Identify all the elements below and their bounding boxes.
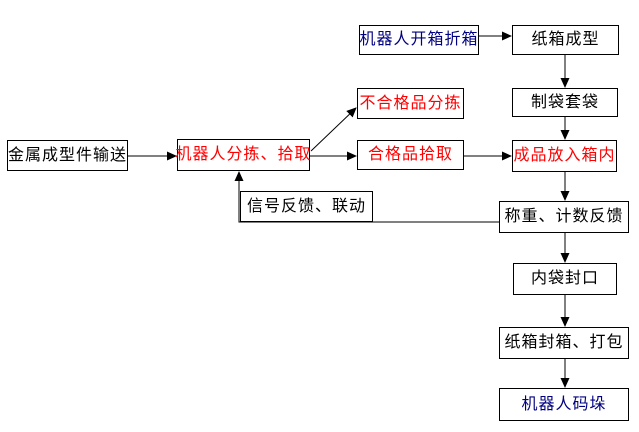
node-signal-feedback-linkage: 信号反馈、联动 — [240, 191, 373, 222]
node-robot-carton-opening: 机器人开箱折箱 — [359, 25, 479, 55]
node-robot-sorting-picking: 机器人分拣、拾取 — [176, 139, 311, 171]
node-robot-palletizing: 机器人码垛 — [499, 388, 629, 421]
arrow-sorting-to-defective — [310, 107, 357, 152]
node-weighing-counting-feedback: 称重、计数反馈 — [499, 201, 629, 233]
node-qualified-picking: 合格品拾取 — [357, 140, 464, 170]
node-carton-sealing-packing: 纸箱封箱、打包 — [499, 327, 629, 359]
node-metal-part-conveying: 金属成型件输送 — [7, 140, 128, 171]
node-bag-making-bagging: 制袋套袋 — [512, 88, 618, 117]
arrow-feedback-to-sorting — [234, 171, 499, 223]
node-defective-sorting: 不合格品分拣 — [357, 88, 464, 119]
node-product-into-box: 成品放入箱内 — [512, 140, 617, 172]
node-carton-forming: 纸箱成型 — [512, 25, 619, 55]
node-inner-bag-sealing: 内袋封口 — [513, 263, 617, 295]
